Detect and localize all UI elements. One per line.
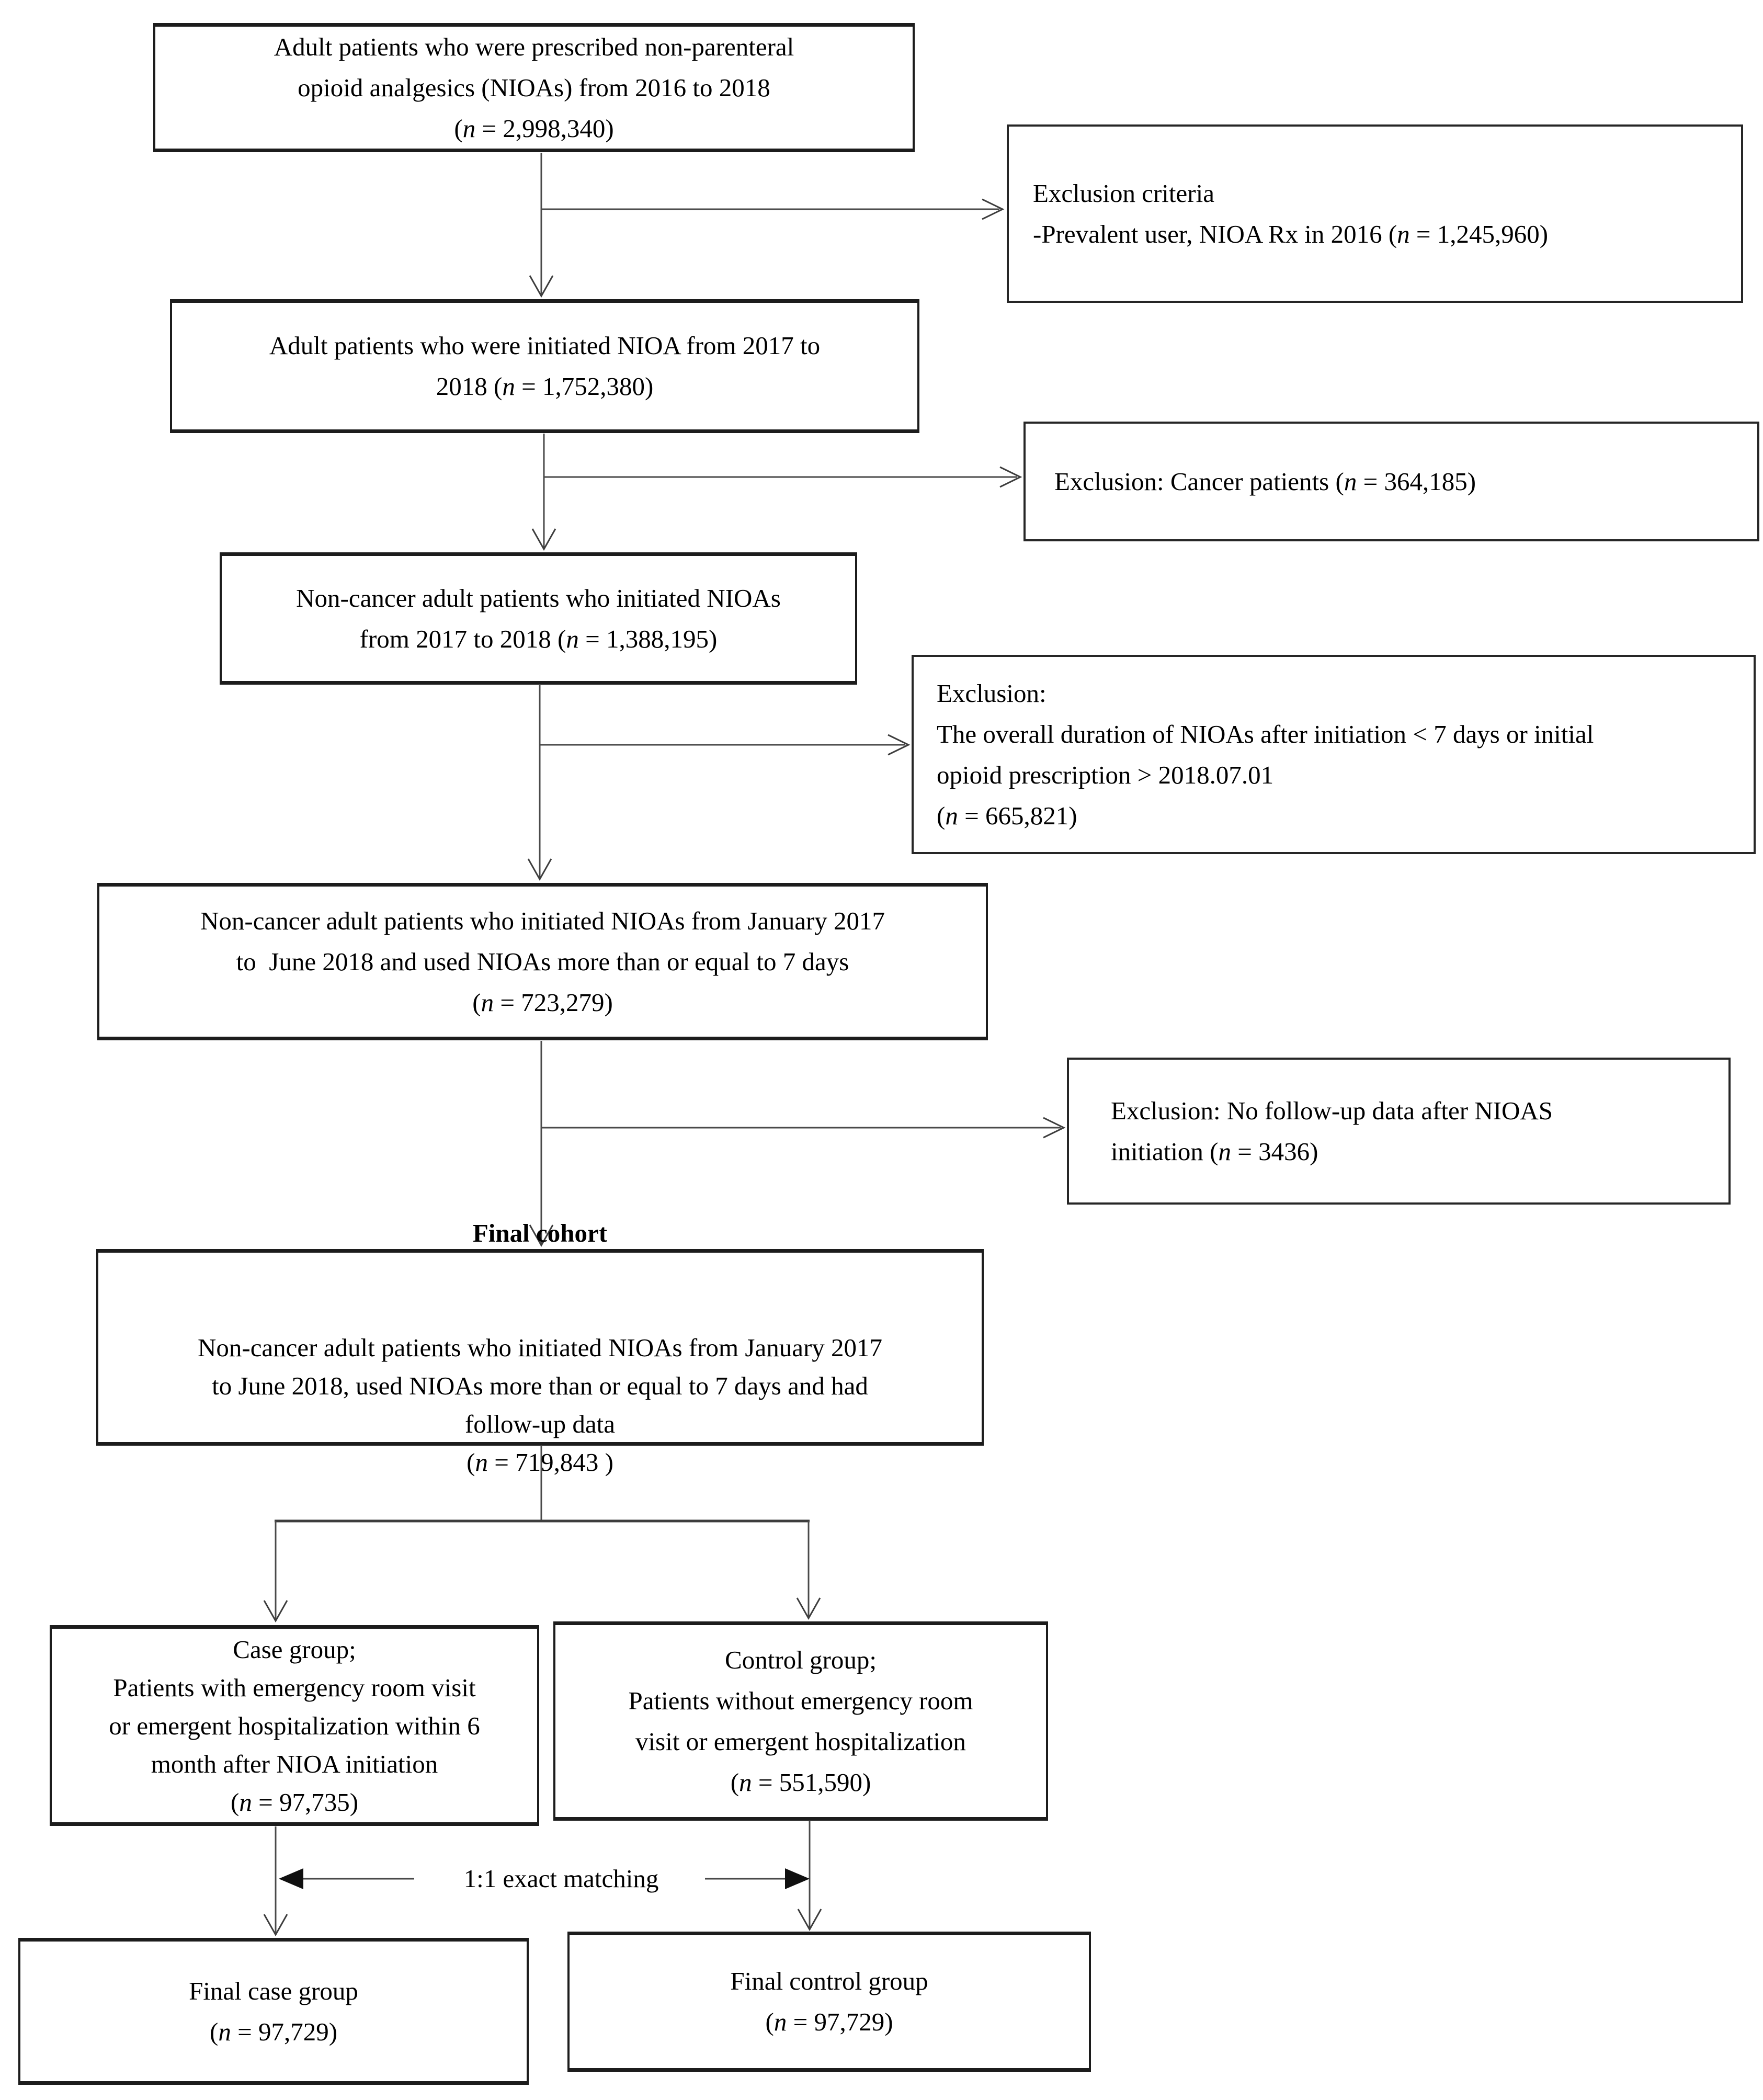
box-case-group: Case group; Patients with emergency room… <box>50 1625 539 1826</box>
box-noncancer-cohort-text: Non-cancer adult patients who initiated … <box>296 583 781 653</box>
arrow-initiated-to-noncancer <box>531 434 556 551</box>
box-control-group: Control group; Patients without emergenc… <box>553 1621 1048 1821</box>
arrow-top-to-initiated <box>529 153 554 298</box>
arrow-control-to-final-control <box>797 1821 822 1932</box>
box-exclusion-no-followup: Exclusion: No follow-up data after NIOAS… <box>1067 1058 1731 1205</box>
box-case-group-text: Case group; Patients with emergency room… <box>109 1634 480 1817</box>
box-exclusion-prevalent-user: Exclusion criteria -Prevalent user, NIOA… <box>1007 124 1743 303</box>
arrow-case-to-final-case <box>263 1826 288 1937</box>
split-to-case-control <box>263 1446 821 1623</box>
arrow-to-exclusion-2 <box>544 466 1022 488</box>
exclusion-1-text: Exclusion criteria -Prevalent user, NIOA… <box>1033 178 1549 248</box>
final-cohort-title: Final cohort <box>472 1218 608 1247</box>
box-initiated-cohort: Adult patients who were initiated NIOA f… <box>170 299 919 433</box>
box-prescribed-cohort: Adult patients who were prescribed non-p… <box>153 23 915 152</box>
box-prescribed-cohort-text: Adult patients who were prescribed non-p… <box>274 32 794 143</box>
box-exclusion-duration: Exclusion: The overall duration of NIOAs… <box>912 655 1756 854</box>
box-control-group-text: Control group; Patients without emergenc… <box>628 1645 973 1797</box>
matching-label: 1:1 exact matching <box>463 1864 659 1893</box>
exclusion-4-text: Exclusion: No follow-up data after NIOAS… <box>1111 1096 1553 1166</box>
box-final-control-group: Final control group (n = 97,729) <box>567 1932 1091 2072</box>
box-exclusion-cancer: Exclusion: Cancer patients (n = 364,185) <box>1023 422 1759 541</box>
box-final-control-group-text: Final control group (n = 97,729) <box>730 1967 928 2036</box>
exclusion-2-text: Exclusion: Cancer patients (n = 364,185) <box>1054 467 1476 496</box>
final-cohort-body: Non-cancer adult patients who initiated … <box>197 1333 883 1477</box>
box-final-cohort: Final cohort Non-cancer adult patients w… <box>96 1219 984 1477</box>
arrow-to-exclusion-3 <box>540 734 911 756</box>
arrow-to-exclusion-4 <box>541 1117 1066 1139</box>
matching-arrow-right <box>705 1868 810 1889</box>
box-final-case-group-text: Final case group (n = 97,729) <box>189 1976 358 2046</box>
box-final-cohort-text: Final cohort Non-cancer adult patients w… <box>98 1138 982 1558</box>
box-duration-cohort: Non-cancer adult patients who initiated … <box>97 883 988 1040</box>
arrow-to-exclusion-1 <box>541 198 1005 220</box>
matching-arrow-left <box>279 1868 414 1889</box>
box-duration-cohort-text: Non-cancer adult patients who initiated … <box>200 906 885 1017</box>
box-noncancer-cohort: Non-cancer adult patients who initiated … <box>220 552 857 685</box>
box-initiated-cohort-text: Adult patients who were initiated NIOA f… <box>269 331 821 401</box>
box-final-case-group: Final case group (n = 97,729) <box>18 1938 529 2085</box>
exclusion-3-text: Exclusion: The overall duration of NIOAs… <box>937 678 1594 830</box>
arrow-noncancer-to-duration <box>527 685 552 881</box>
arrow-duration-to-final-cohort <box>529 1041 554 1247</box>
